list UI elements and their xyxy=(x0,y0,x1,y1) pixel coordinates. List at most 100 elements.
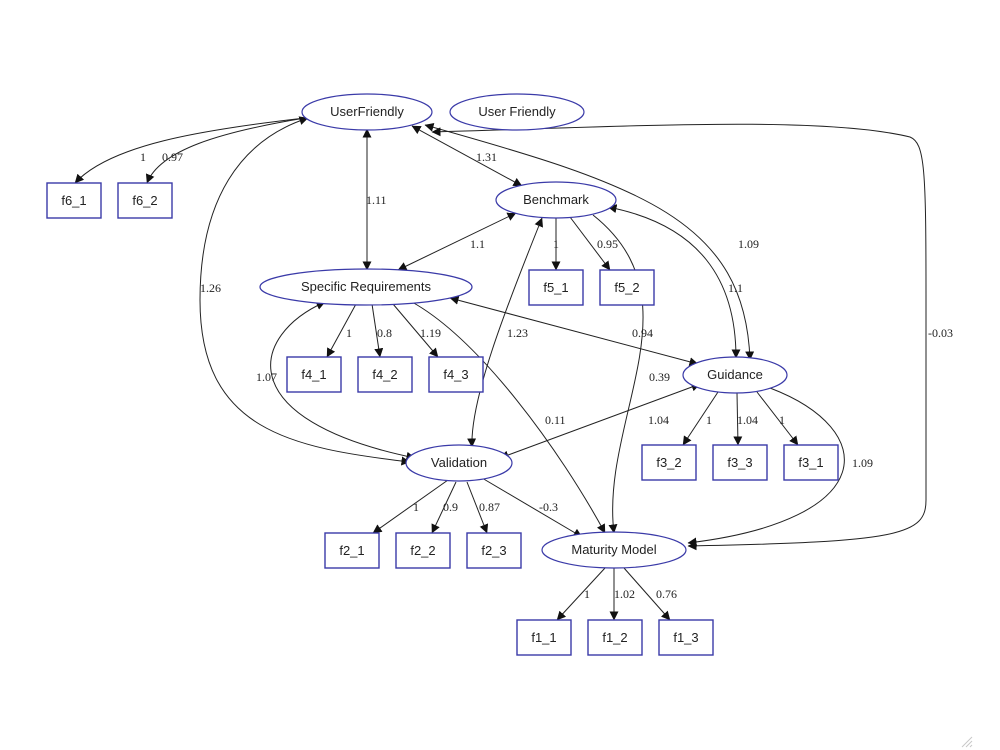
latent-node-benchmark: Benchmark xyxy=(495,181,617,219)
path-label-uf-maturitymodel: -0.03 xyxy=(928,326,953,340)
edge-validation-maturitymodel xyxy=(481,477,583,538)
indicator-node-f4_3: f4_3 xyxy=(428,356,484,393)
loading-label-f3_3: 1.04 xyxy=(737,413,758,427)
indicator-label-f4_2: f4_2 xyxy=(372,367,397,382)
path-label-uf-benchmark: 1.31 xyxy=(476,150,497,164)
resize-grip-icon[interactable] xyxy=(961,736,973,748)
edge-guidance-f3_3 xyxy=(733,392,743,446)
indicator-label-f1_1: f1_1 xyxy=(531,630,556,645)
latent-node-userfriendly: UserFriendly xyxy=(301,93,433,131)
indicator-label-f6_2: f6_2 xyxy=(132,193,157,208)
latent-node-validation: Validation xyxy=(405,444,513,482)
edge-benchmark-guidance xyxy=(607,204,741,359)
indicator-label-f5_1: f5_1 xyxy=(543,280,568,295)
indicator-node-f2_1: f2_1 xyxy=(324,532,380,569)
path-label-specreq-guidance: 0.94 xyxy=(632,326,653,340)
indicator-label-f5_2: f5_2 xyxy=(614,280,639,295)
indicator-label-f2_1: f2_1 xyxy=(339,543,364,558)
indicator-node-f5_2: f5_2 xyxy=(599,269,655,306)
path-label-benchmark-maturitymodel: 0.39 xyxy=(649,370,670,384)
latent-label-guidance: Guidance xyxy=(707,367,763,382)
indicator-label-f2_2: f2_2 xyxy=(410,543,435,558)
path-label-guidance-maturitymodel: 1.09 xyxy=(852,456,873,470)
loading-label-f1_1: 1 xyxy=(584,587,590,601)
indicator-label-f4_3: f4_3 xyxy=(443,367,468,382)
indicator-node-f4_2: f4_2 xyxy=(357,356,413,393)
indicator-node-f1_3: f1_3 xyxy=(658,619,714,656)
loading-label-f2_2: 0.9 xyxy=(443,500,458,514)
edge-userfriendly-validation xyxy=(199,116,411,466)
indicator-nodes: f6_1 f6_2 f5_1 f5_2 f4_1 f4_2 f4_3 f3_2 xyxy=(46,182,839,656)
loading-label-f3_2: 1 xyxy=(706,413,712,427)
indicator-label-f1_2: f1_2 xyxy=(602,630,627,645)
latent-label-benchmark: Benchmark xyxy=(523,192,589,207)
edge-maturitymodel-f1_3 xyxy=(623,567,671,621)
path-label-specreq-validation: 1.07 xyxy=(256,370,277,384)
edge-benchmark-specreq xyxy=(397,212,517,271)
edge-userfriendly-benchmark xyxy=(411,125,523,187)
loading-label-f1_3: 0.76 xyxy=(656,587,677,601)
path-label-uf-guidance: 1.09 xyxy=(738,237,759,251)
indicator-label-f1_3: f1_3 xyxy=(673,630,698,645)
edge-specreq-guidance xyxy=(449,295,699,367)
loading-label-f2_1: 1 xyxy=(413,500,419,514)
latent-nodes: UserFriendly User Friendly Benchmark Spe… xyxy=(259,93,788,569)
latent-label-user-friendly: User Friendly xyxy=(478,104,556,119)
latent-node-specific-requirements: Specific Requirements xyxy=(259,268,473,306)
indicator-node-f3_2: f3_2 xyxy=(641,444,697,481)
loading-label-f3_1: 1 xyxy=(779,413,785,427)
indicator-label-f3_1: f3_1 xyxy=(798,455,823,470)
indicator-label-f4_1: f4_1 xyxy=(301,367,326,382)
loading-label-f4_1: 1 xyxy=(346,326,352,340)
indicator-node-f1_2: f1_2 xyxy=(587,619,643,656)
edge-benchmark-f5_2 xyxy=(569,216,611,271)
edge-userfriendly-f6_1 xyxy=(74,117,306,184)
edge-validation-f2_1 xyxy=(372,479,449,534)
loading-label-f5_2: 0.95 xyxy=(597,237,618,251)
path-label-guidance-validation: 1.04 xyxy=(648,413,669,427)
path-label-specreq-maturitymodel: 0.11 xyxy=(545,413,566,427)
edge-specreq-validation xyxy=(270,301,416,461)
indicator-label-f2_3: f2_3 xyxy=(481,543,506,558)
latent-node-maturity-model: Maturity Model xyxy=(541,531,687,569)
path-label-uf-validation: 1.26 xyxy=(200,281,221,295)
edge-maturitymodel-f1_1 xyxy=(556,567,606,621)
indicator-node-f4_1: f4_1 xyxy=(286,356,342,393)
edge-userfriendly-f6_2 xyxy=(145,117,306,184)
indicator-node-f3_3: f3_3 xyxy=(712,444,768,481)
indicator-node-f6_2: f6_2 xyxy=(117,182,173,219)
loading-label-f4_3: 1.19 xyxy=(420,326,441,340)
loading-label-f6_2: 0.97 xyxy=(162,150,183,164)
path-label-benchmark-guidance: 1.1 xyxy=(728,281,743,295)
indicator-label-f3_3: f3_3 xyxy=(727,455,752,470)
indicator-node-f3_1: f3_1 xyxy=(783,444,839,481)
latent-label-validation: Validation xyxy=(431,455,487,470)
indicator-label-f6_1: f6_1 xyxy=(61,193,86,208)
indicator-label-f3_2: f3_2 xyxy=(656,455,681,470)
loading-label-f4_2: 0.8 xyxy=(377,326,392,340)
edge-guidance-maturitymodel xyxy=(687,387,845,547)
edge-userfriendly-maturitymodel xyxy=(431,123,927,551)
edge-guidance-f3_2 xyxy=(682,391,719,446)
path-label-uf-specreq: 1.11 xyxy=(366,193,387,207)
indicator-node-f5_1: f5_1 xyxy=(528,269,584,306)
indicator-node-f2_2: f2_2 xyxy=(395,532,451,569)
loading-label-f1_2: 1.02 xyxy=(614,587,635,601)
edge-validation-f2_2 xyxy=(431,481,457,534)
edge-benchmark-maturitymodel xyxy=(592,214,644,534)
edge-labels: 1 0.97 1.31 1.11 1.09 1.26 -0.03 1 0.95 … xyxy=(140,150,953,601)
path-label-benchmark-specreq: 1.1 xyxy=(470,237,485,251)
latent-node-guidance: Guidance xyxy=(682,356,788,394)
indicator-node-f2_3: f2_3 xyxy=(466,532,522,569)
latent-node-user-friendly: User Friendly xyxy=(449,93,585,131)
latent-label-maturity-model: Maturity Model xyxy=(571,542,656,557)
indicator-node-f6_1: f6_1 xyxy=(46,182,102,219)
loading-label-f2_3: 0.87 xyxy=(479,500,500,514)
latent-label-userfriendly: UserFriendly xyxy=(330,104,404,119)
indicator-node-f1_1: f1_1 xyxy=(516,619,572,656)
edge-guidance-validation xyxy=(499,382,701,460)
edge-guidance-f3_1 xyxy=(756,391,799,446)
loading-label-f5_1: 1 xyxy=(553,237,559,251)
loading-label-f6_1: 1 xyxy=(140,150,146,164)
